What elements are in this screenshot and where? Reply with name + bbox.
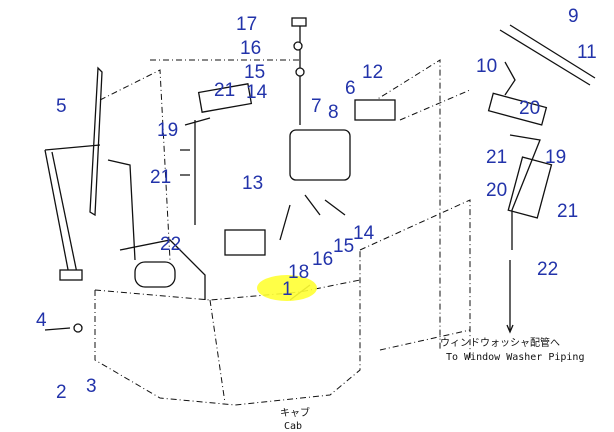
callout-1: 1 xyxy=(282,279,293,300)
callout-22: 22 xyxy=(537,259,558,280)
callout-22: 22 xyxy=(160,234,181,255)
washer-note-jp: ウィンドウォッシャ配管へ xyxy=(440,336,560,349)
callout-5: 5 xyxy=(56,96,67,117)
callout-11: 11 xyxy=(577,42,597,63)
callout-19: 19 xyxy=(545,147,566,168)
callout-21: 21 xyxy=(150,167,171,188)
callout-labels: 17 16 15 21 14 7 8 6 12 9 11 10 20 5 19 … xyxy=(36,6,597,403)
callout-19: 19 xyxy=(157,120,178,141)
callout-21: 21 xyxy=(557,201,578,222)
cab-frame xyxy=(94,59,471,406)
callout-15: 15 xyxy=(333,236,354,257)
callout-16: 16 xyxy=(312,249,333,270)
callout-14: 14 xyxy=(246,82,268,103)
callout-21: 21 xyxy=(486,147,507,168)
callout-17: 17 xyxy=(236,14,257,35)
callout-7: 7 xyxy=(311,96,322,117)
callout-15: 15 xyxy=(244,62,265,83)
callout-9: 9 xyxy=(568,6,579,27)
callout-20: 20 xyxy=(486,180,507,201)
left-wiper-assembly xyxy=(44,66,103,333)
cab-note-jp: キャブ xyxy=(280,406,310,419)
callout-16: 16 xyxy=(240,38,261,59)
callout-20: 20 xyxy=(519,98,540,119)
callout-6: 6 xyxy=(345,78,356,99)
callout-13: 13 xyxy=(242,173,263,194)
highlight-marker xyxy=(257,275,317,301)
callout-12: 12 xyxy=(362,62,383,83)
callout-10: 10 xyxy=(476,56,497,77)
callout-21: 21 xyxy=(214,80,235,101)
right-wiper-assembly xyxy=(487,24,596,334)
callout-8: 8 xyxy=(328,102,339,123)
callout-18: 18 xyxy=(288,262,309,283)
callout-14: 14 xyxy=(353,223,375,244)
cab-note-en: Cab xyxy=(284,421,302,432)
callout-3: 3 xyxy=(86,376,97,397)
callout-4: 4 xyxy=(36,310,47,331)
center-components xyxy=(134,17,396,301)
callout-2: 2 xyxy=(56,382,67,403)
washer-note-en: To Window Washer Piping xyxy=(446,352,584,363)
